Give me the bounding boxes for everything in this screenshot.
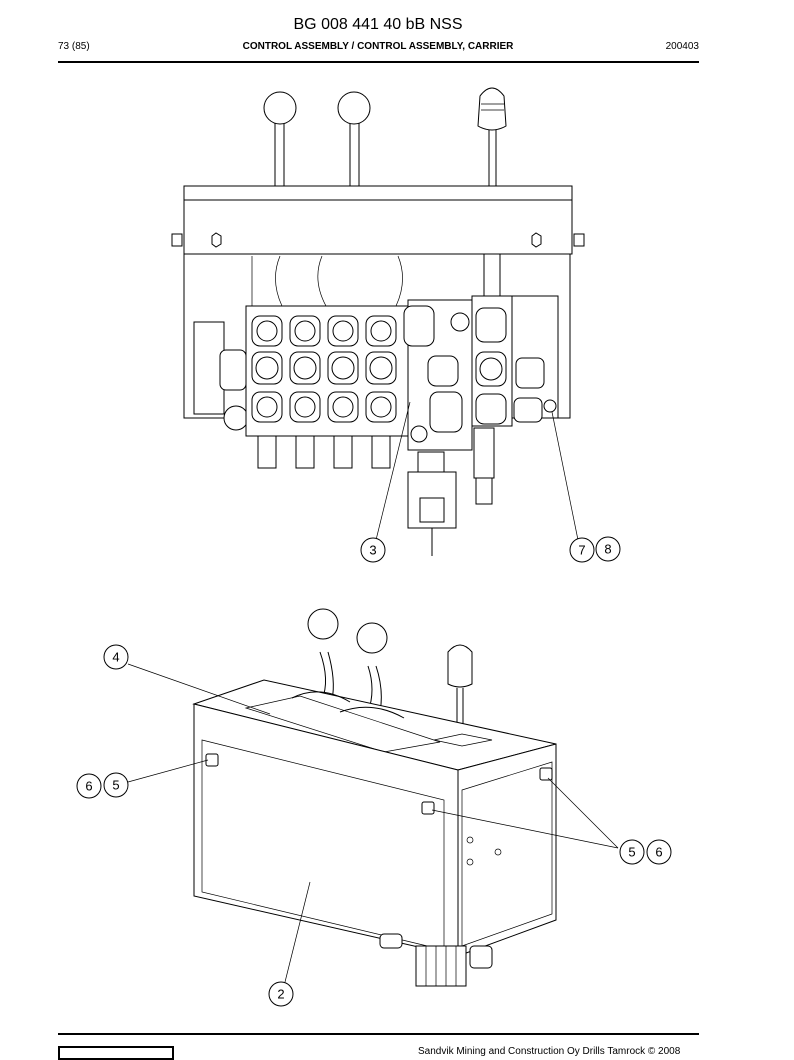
document-code: 200403 [665,41,699,52]
svg-text:6: 6 [85,779,92,794]
svg-text:4: 4 [112,650,119,665]
lever-left-iso [307,608,339,701]
footer-rule [58,1033,699,1035]
mounting-screw [543,399,557,413]
control-assembly-front-view [171,87,585,556]
bottom-connectors [415,945,467,987]
top-plate [183,185,573,255]
svg-text:3: 3 [369,543,376,558]
callout-2: 2 [268,981,294,1007]
lever-middle [337,91,371,186]
screw-left [205,753,219,767]
valve-end-cap [193,321,225,415]
callout-4: 4 [103,644,129,670]
valve-section-2 [289,315,321,469]
cabinet-side-face [457,743,557,957]
lever-left [263,91,297,186]
svg-text:6: 6 [655,845,662,860]
lever-right [477,87,507,186]
svg-text:5: 5 [112,778,119,793]
callout-5-left: 5 [103,772,129,798]
valve-section-3 [327,315,359,469]
callout-7: 7 [569,537,595,563]
callout-6-left: 6 [76,773,102,799]
screw-right [539,767,553,781]
svg-text:2: 2 [277,987,284,1002]
valve-section-1 [251,315,283,469]
page-number: 73 (85) [58,41,90,52]
callout-3: 3 [360,537,386,563]
lever-middle-iso [356,622,388,713]
callout-8: 8 [595,536,621,562]
control-cabinet-isometric-view [127,608,619,987]
footer-copyright: Sandvik Mining and Construction Oy Drill… [418,1046,681,1057]
valve-section-4 [365,315,397,469]
screw-middle [421,801,435,815]
callout-6-right: 6 [646,839,672,865]
header-rule [58,61,699,63]
svg-text:5: 5 [628,845,635,860]
document-title: BG 008 441 40 bB NSS [293,16,463,33]
company-logo [58,1046,174,1060]
svg-text:7: 7 [578,543,585,558]
lever-right-iso [447,644,473,740]
section-title: CONTROL ASSEMBLY / CONTROL ASSEMBLY, CAR… [242,41,514,52]
svg-text:8: 8 [604,542,611,557]
callout-5-right: 5 [619,839,645,865]
